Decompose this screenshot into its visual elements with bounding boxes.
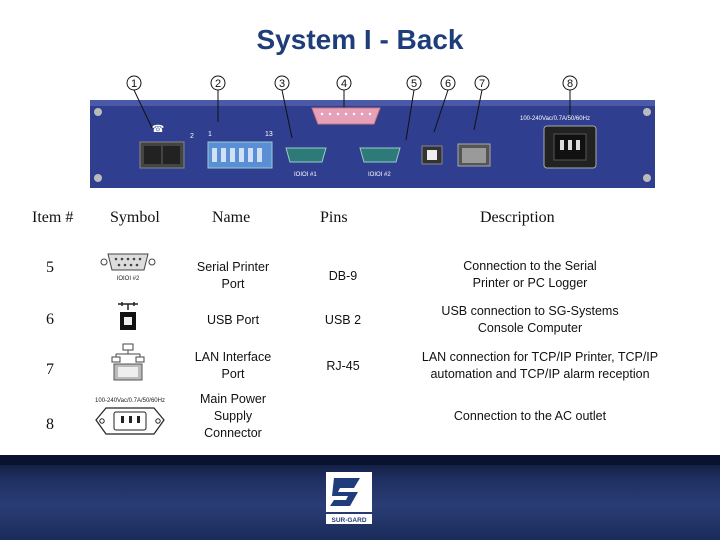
callout-7: 7 (479, 78, 485, 90)
footer-stripe (0, 455, 720, 465)
table-row-description: Connection to the AC outlet (453, 409, 607, 423)
svg-text:IOIOI #1: IOIOI #1 (294, 172, 317, 178)
header-item: Item # (32, 209, 74, 226)
svg-text:2: 2 (190, 133, 194, 140)
svg-text:IOIOI #2: IOIOI #2 (117, 276, 140, 282)
callout-2: 2 (215, 78, 221, 90)
device-back-panel-image: 1 2 3 4 5 6 7 8 ☎ 2 1 13 IOIOI #1 IOIO (90, 75, 655, 188)
callout-numbers: 1 2 3 4 5 6 7 8 (126, 75, 578, 91)
sur-gard-logo: SUR-GARD (326, 472, 372, 524)
lan-port-icon (108, 342, 148, 382)
table-row-name: USB Port (206, 313, 260, 327)
header-pins: Pins (320, 209, 348, 226)
svg-text:100-240Vac/0.7A/50/60Hz: 100-240Vac/0.7A/50/60Hz (520, 116, 590, 122)
table-row-pins: DB-9 (328, 269, 358, 283)
page-title: System I - Back (256, 24, 464, 55)
svg-text:IOIOI #2: IOIOI #2 (368, 172, 391, 178)
table-row-item: 6 (46, 311, 54, 328)
svg-text:1: 1 (208, 131, 212, 138)
table-row-item: 8 (46, 416, 54, 433)
table-row-item: 5 (46, 259, 54, 276)
header-name: Name (212, 209, 251, 226)
svg-text:SUR-GARD: SUR-GARD (331, 517, 366, 524)
power-connector-icon: 100-240Vac/0.7A/50/60Hz (92, 394, 168, 444)
callout-8: 8 (567, 78, 573, 90)
header-description: Description (480, 209, 555, 226)
table-row-pins: RJ-45 (326, 359, 360, 373)
table-row-item: 7 (46, 361, 54, 378)
callout-3: 3 (279, 78, 285, 90)
svg-text:☎: ☎ (152, 124, 164, 135)
usb-port-icon (112, 300, 144, 334)
callout-4: 4 (341, 78, 347, 90)
header-symbol: Symbol (110, 209, 160, 226)
svg-text:100-240Vac/0.7A/50/60Hz: 100-240Vac/0.7A/50/60Hz (95, 398, 165, 404)
serial-port-icon: IOIOI #2 (98, 248, 158, 284)
callout-6: 6 (445, 78, 451, 90)
callout-5: 5 (411, 78, 417, 90)
svg-text:13: 13 (265, 131, 273, 138)
table-row-description: LAN connection for TCP/IP Printer, TCP/I… (421, 350, 659, 381)
table-row-pins: USB 2 (324, 313, 362, 327)
callout-1: 1 (131, 78, 137, 90)
